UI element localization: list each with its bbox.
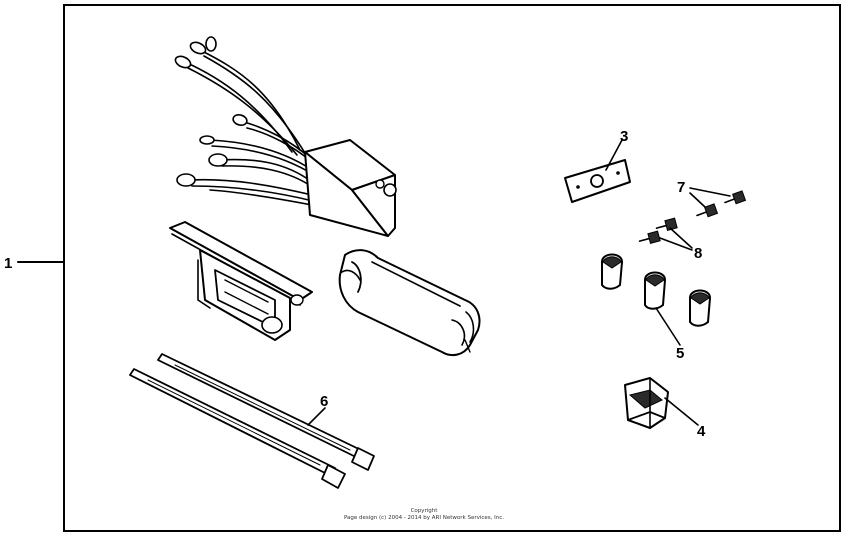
wiring-harness-module[interactable] xyxy=(174,36,397,237)
diagram-frame xyxy=(63,4,841,532)
callout-5[interactable]: 5 xyxy=(676,345,684,362)
callout-3[interactable]: 3 xyxy=(620,128,628,145)
cable-ties[interactable] xyxy=(129,353,375,489)
leader-line-8b xyxy=(659,237,693,251)
leader-line-5 xyxy=(655,307,681,346)
rubber-boot[interactable] xyxy=(338,249,481,357)
gasket-plate[interactable] xyxy=(564,159,631,203)
leader-line-7 xyxy=(689,187,731,197)
copyright-line-1: Copyright xyxy=(411,508,439,514)
leader-line-8 xyxy=(669,227,693,249)
leader-line-3 xyxy=(605,139,623,171)
callout-1[interactable]: 1 xyxy=(4,255,12,272)
coil-bracket[interactable] xyxy=(169,221,313,341)
callout-4[interactable]: 4 xyxy=(697,423,706,440)
callout-7[interactable]: 7 xyxy=(677,179,685,196)
u-clip[interactable] xyxy=(624,377,669,429)
leader-line-7b xyxy=(689,192,706,208)
leader-line-6 xyxy=(307,407,326,426)
clips[interactable] xyxy=(601,253,711,327)
callout-8[interactable]: 8 xyxy=(694,245,702,262)
callout-6[interactable]: 6 xyxy=(320,393,328,410)
screws[interactable] xyxy=(638,190,747,246)
copyright-line-2: Page design (c) 2004 - 2014 by ARI Netwo… xyxy=(344,515,504,521)
leader-line-4 xyxy=(664,397,699,426)
